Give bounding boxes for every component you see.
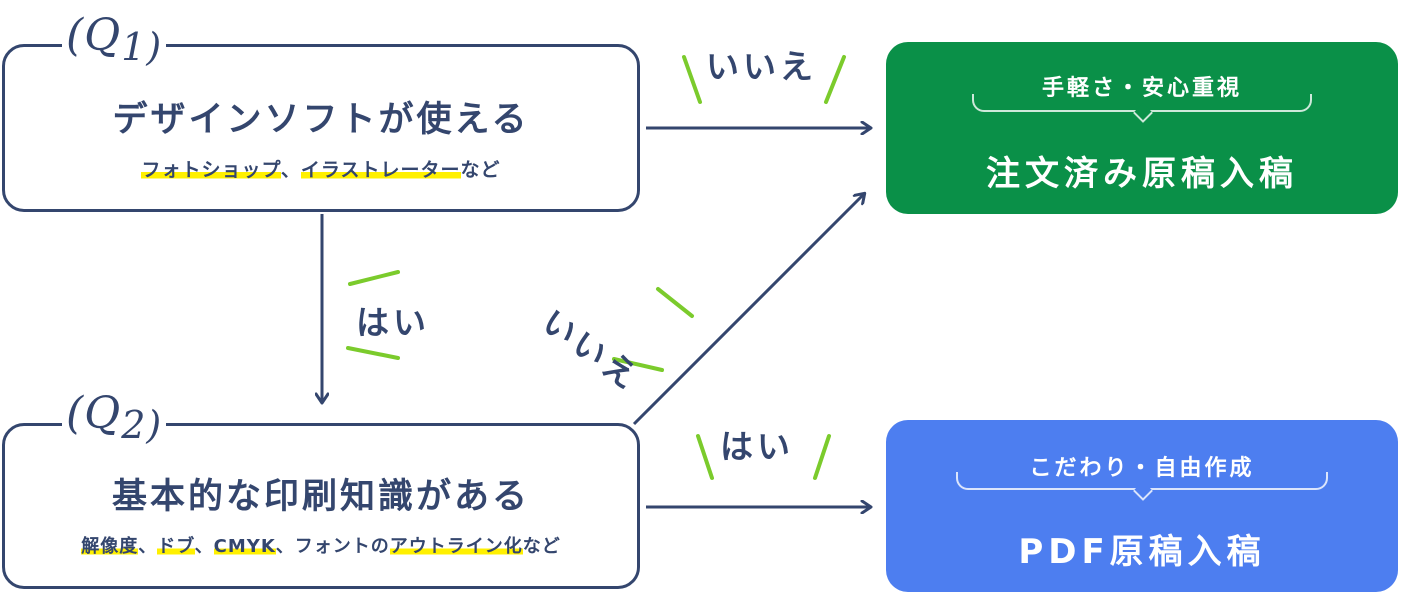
accent-marks	[346, 55, 846, 480]
question-1-label: (Q1)	[62, 14, 167, 69]
accent-mark	[682, 55, 702, 104]
result-pdf-box: こだわり・自由作成 PDF原稿入稿	[886, 420, 1398, 592]
result-pdf-title: PDF原稿入稿	[1018, 532, 1266, 572]
accent-mark	[346, 346, 400, 360]
separator: 、	[194, 536, 214, 557]
example-illustrator: イラストレーター	[300, 159, 461, 181]
arrow-q2-to-order	[632, 194, 864, 426]
accent-mark	[348, 270, 400, 286]
edge-label-q1-no: いいえ	[706, 47, 817, 86]
result-pdf-tag: こだわり・自由作成	[1029, 456, 1255, 481]
example-bleed: ドブ	[157, 536, 195, 557]
result-order-title: 注文済み原稿入稿	[986, 154, 1298, 194]
separator: 、	[280, 159, 301, 181]
separator: 、	[138, 536, 158, 557]
suffix: など	[522, 536, 561, 557]
example-cmyk: CMYK	[213, 536, 276, 557]
accent-mark	[656, 287, 694, 318]
question-2-number: 2)	[121, 403, 163, 447]
question-1-letter: (Q	[66, 10, 122, 61]
question-1-number: 1)	[121, 25, 163, 69]
accent-mark	[813, 434, 831, 480]
accent-mark	[696, 434, 714, 480]
example-photoshop: フォトショップ	[141, 159, 281, 181]
example-resolution: 解像度	[81, 536, 139, 557]
question-2-box: 基本的な印刷知識がある 解像度、ドブ、CMYK、フォントのアウトライン化など	[2, 423, 640, 589]
result-order-box: 手軽さ・安心重視 注文済み原稿入稿	[886, 42, 1398, 214]
question-2-examples: 解像度、ドブ、CMYK、フォントのアウトライン化など	[5, 532, 637, 558]
question-1-box: デザインソフトが使える フォトショップ、イラストレーターなど	[2, 44, 640, 212]
question-1-examples: フォトショップ、イラストレーターなど	[5, 155, 637, 182]
question-1-title: デザインソフトが使える	[112, 100, 530, 140]
edge-label-q2-yes: はい	[720, 427, 794, 466]
question-2-title: 基本的な印刷知識がある	[111, 477, 530, 517]
edge-label-q1-yes: はい	[356, 303, 430, 342]
suffix: など	[460, 159, 501, 181]
example-outline: アウトライン化	[389, 536, 523, 557]
example-font-text: 、フォントの	[275, 536, 390, 557]
result-order-tag: 手軽さ・安心重視	[1041, 76, 1242, 101]
accent-mark	[612, 357, 664, 372]
question-2-label: (Q2)	[62, 392, 167, 447]
question-2-letter: (Q	[66, 388, 122, 439]
accent-mark	[824, 55, 846, 104]
